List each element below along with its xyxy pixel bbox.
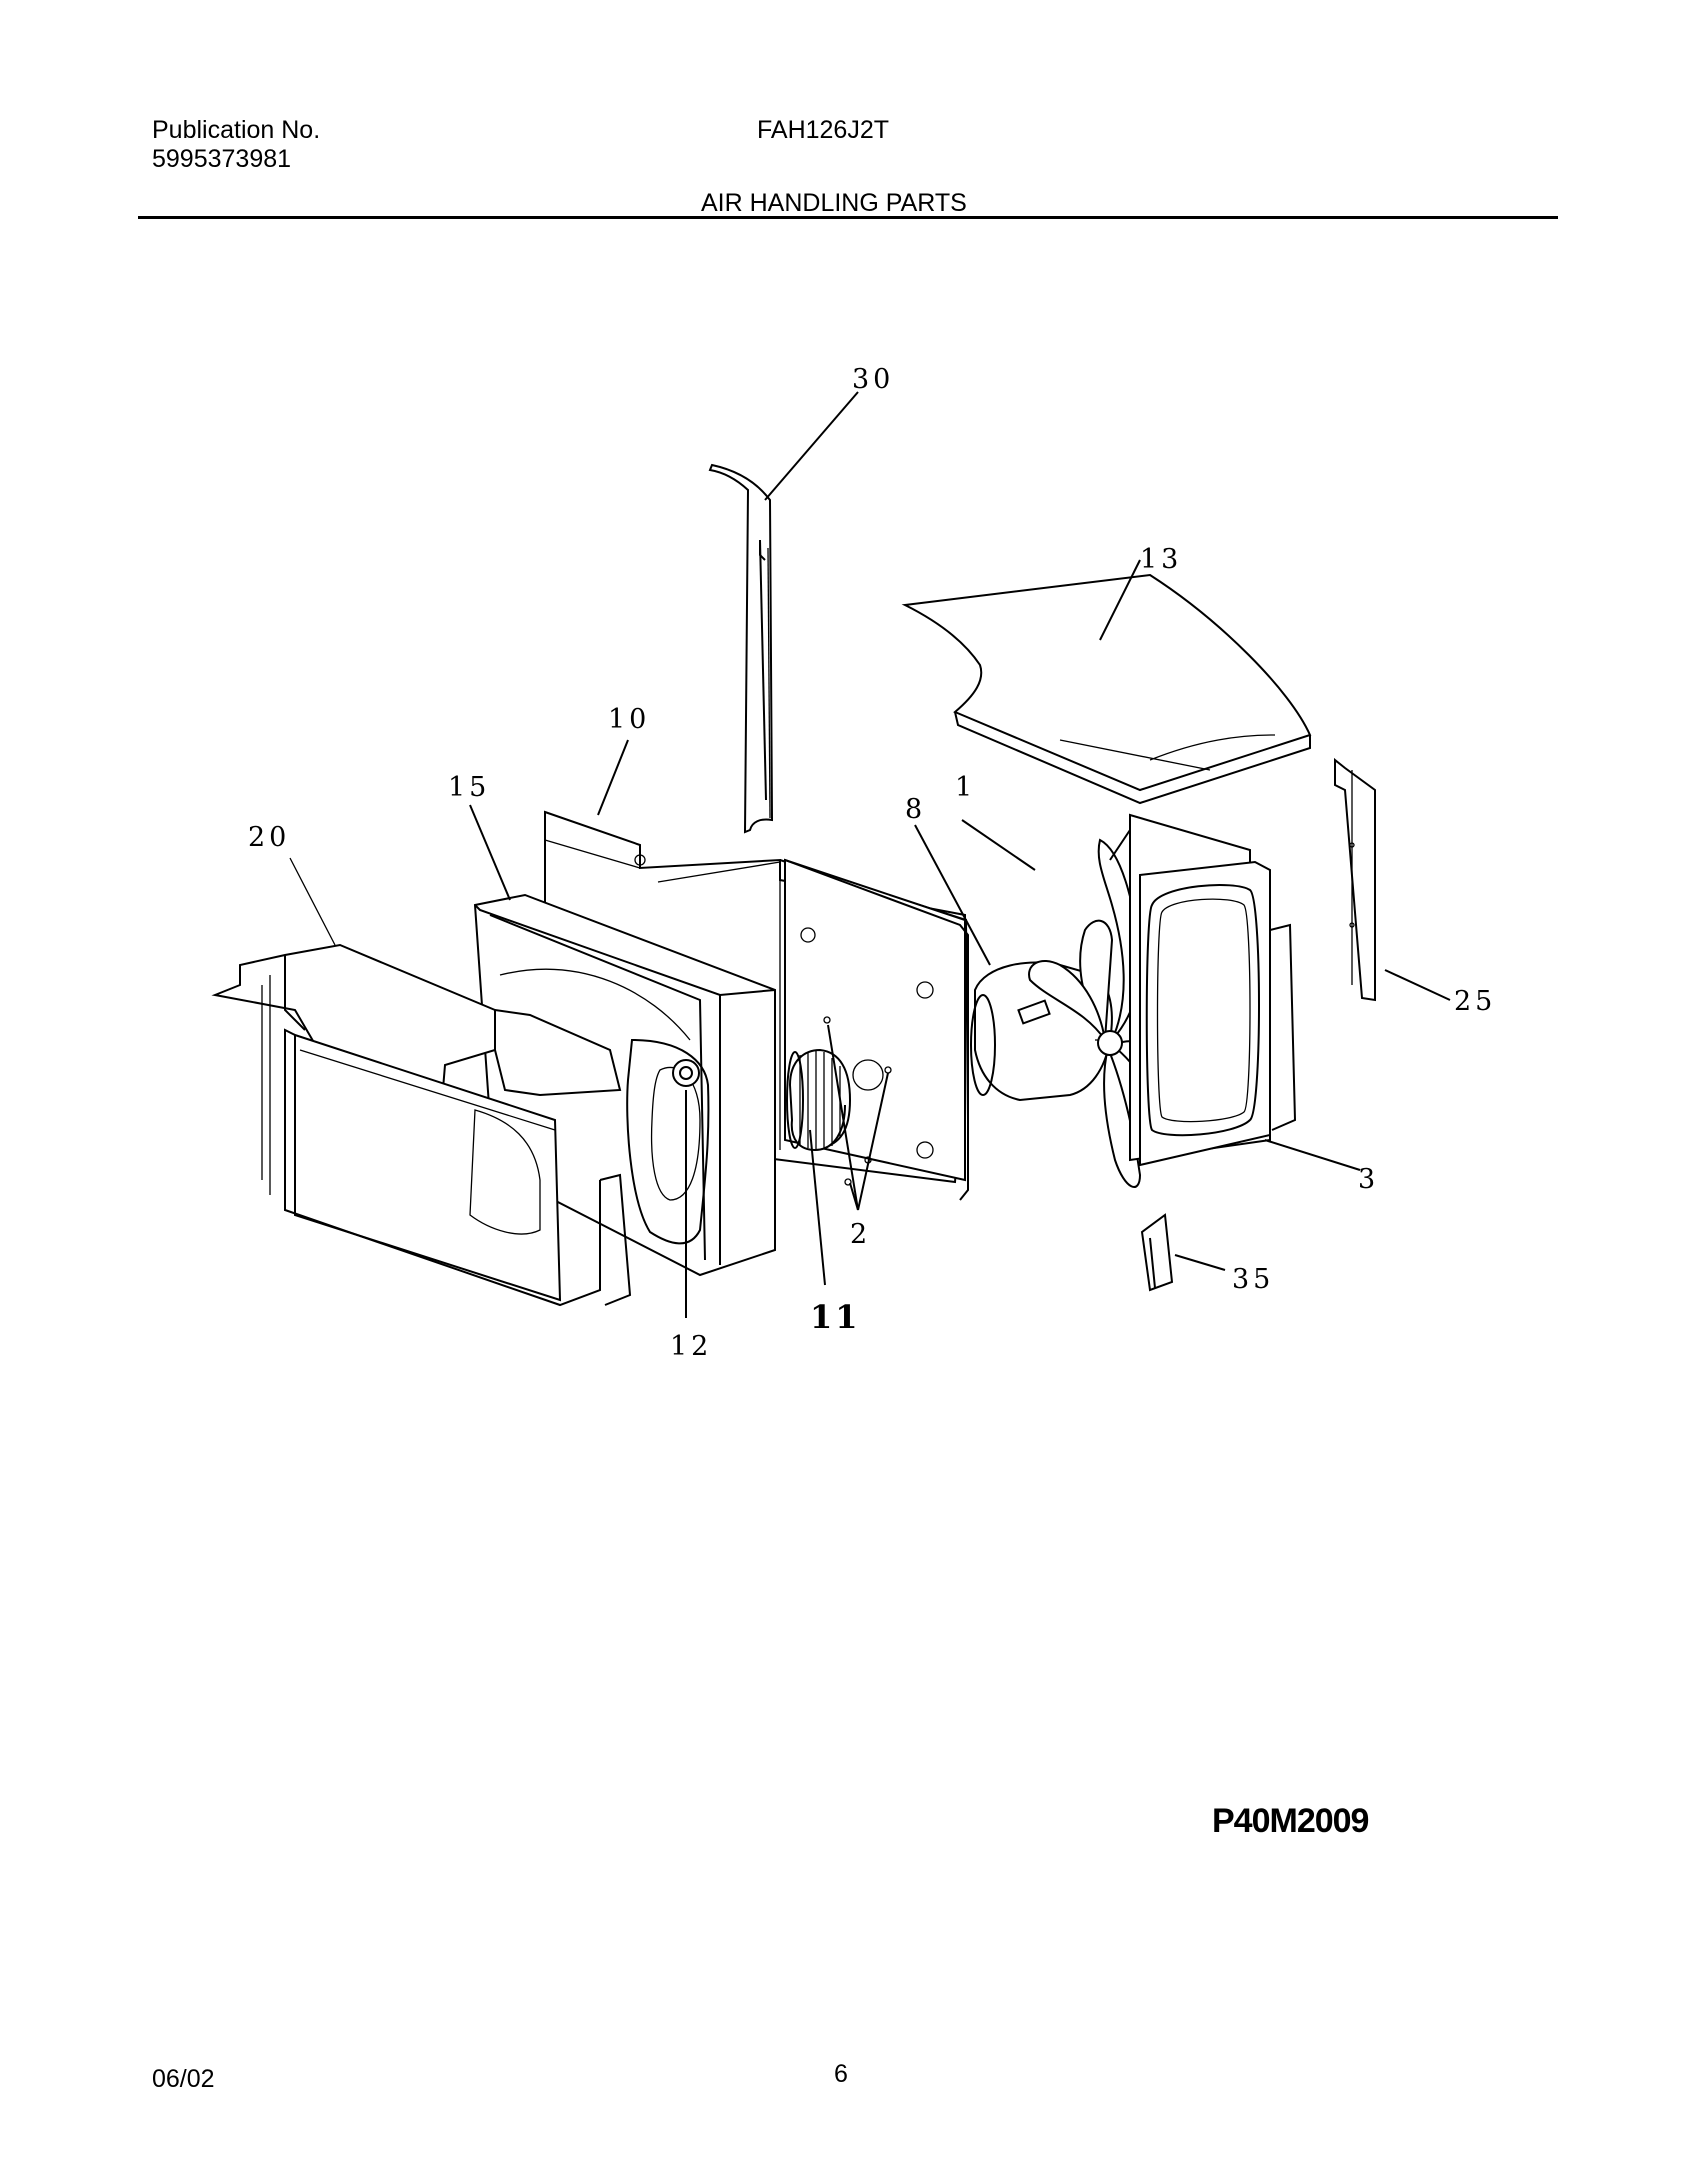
callout-13: 13	[1140, 544, 1182, 575]
callout-1: 1	[955, 772, 976, 803]
callout-35: 35	[1232, 1264, 1274, 1295]
callout-3: 3	[1358, 1164, 1379, 1195]
header-rule	[138, 216, 1558, 219]
callout-25: 25	[1454, 986, 1496, 1017]
page-number: 6	[834, 2060, 848, 2088]
callout-8: 8	[905, 794, 926, 825]
callout-15: 15	[448, 772, 490, 803]
part-13-top-plate	[901, 573, 1312, 805]
publication-number: 5995373981	[152, 145, 292, 173]
part-3-shroud	[1109, 813, 1297, 1167]
model-number: FAH126J2T	[757, 116, 890, 144]
part-25-side-bracket	[1334, 757, 1376, 1002]
callout-12: 12	[670, 1331, 712, 1362]
callout-20: 20	[248, 822, 290, 853]
leader-lines	[289, 391, 1451, 1318]
callout-2: 2	[850, 1219, 871, 1250]
part-35-clip	[1140, 1213, 1174, 1292]
part-11-blower-wheel	[786, 1048, 852, 1152]
part-30-deflector	[708, 463, 774, 834]
publication-date: 06/02	[152, 2065, 215, 2093]
callout-10: 10	[608, 704, 650, 735]
callout-11: 11	[810, 1298, 861, 1336]
part-20-front-frame	[211, 943, 632, 1307]
publication-label: Publication No.	[152, 116, 321, 144]
diagram-code: P40M2009	[1212, 1802, 1369, 1840]
callout-30: 30	[852, 364, 894, 395]
section-title: AIR HANDLING PARTS	[701, 189, 967, 217]
